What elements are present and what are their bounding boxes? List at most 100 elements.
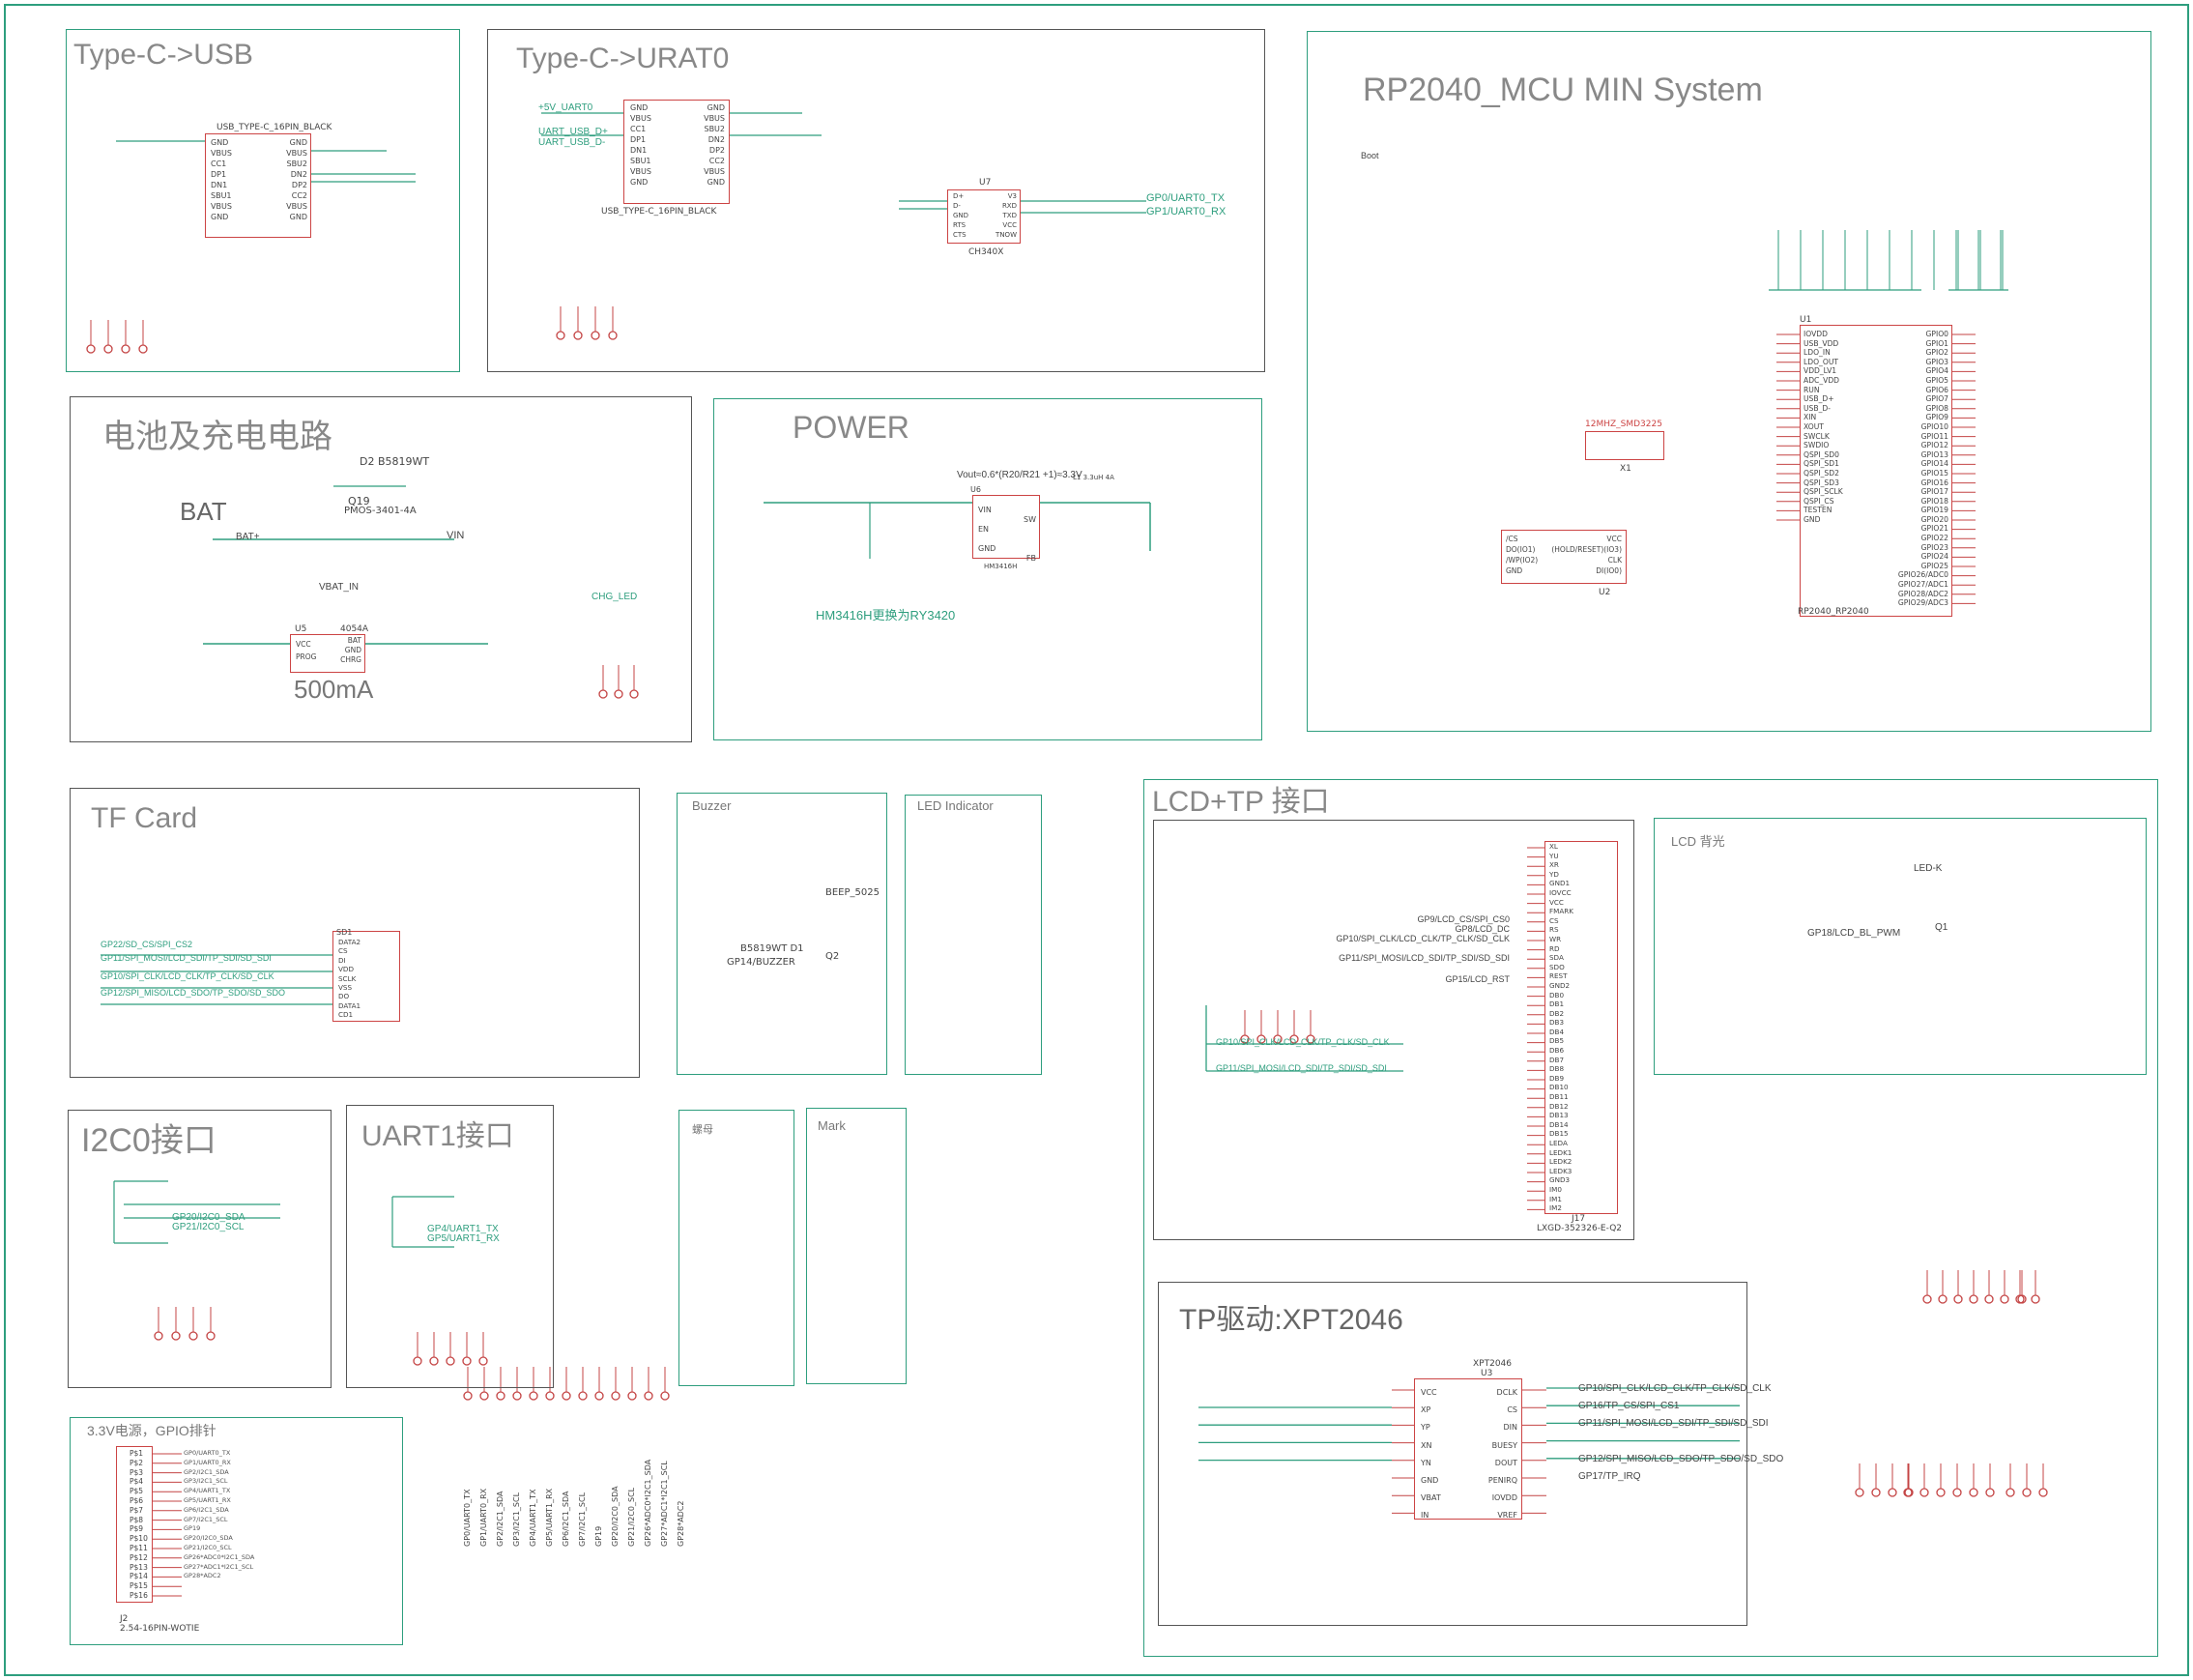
j15-pin: CC1 (630, 125, 647, 133)
gpio-testpoint-label: GP2/I2C1_SDA (496, 1491, 505, 1547)
lcd-net: GP15/LCD_RST (1445, 974, 1510, 984)
j14-pin: GND (211, 213, 229, 221)
block-power (713, 398, 1262, 740)
block-typec-uart0 (487, 29, 1265, 372)
j17-pin: DB0 (1549, 990, 1565, 999)
u1-pin: GPIO18 (1920, 496, 1948, 506)
j2-pin: P$11 (130, 1543, 148, 1552)
u1-pin: GPIO12 (1920, 441, 1948, 450)
u3-pin: GND (1421, 1476, 1439, 1486)
j15-pin: SBU2 (704, 125, 725, 133)
u3-pin: DCLK (1496, 1388, 1517, 1397)
u6-pin: SW (1024, 515, 1036, 524)
block-rp2040-mcu (1307, 31, 2151, 732)
u1-pin: GPIO14 (1920, 459, 1948, 469)
j17-pin: DB6 (1549, 1046, 1565, 1056)
block-title-tp: TP驱动:XPT2046 (1179, 1304, 1403, 1336)
u3-pin: VCC (1421, 1388, 1437, 1397)
u1-pin: QSPI_SCLK (1803, 487, 1843, 497)
u3-pin: YN (1421, 1458, 1431, 1467)
vout-formula: Vout≈0.6*(R20/R21 +1)≈3.3V (957, 470, 1082, 480)
u2-pin: VCC (1606, 535, 1622, 543)
j14-pin: SBU2 (286, 159, 307, 168)
u1-pin: XOUT (1803, 421, 1824, 431)
j14-pin: CC2 (291, 191, 307, 200)
j15-pin: DN2 (707, 135, 725, 144)
u7-pin: D- (953, 202, 961, 210)
u7-pin: GND (953, 212, 969, 219)
d2-label: D2 B5819WT (360, 455, 430, 468)
buzzer-part: BEEP_5025 (825, 887, 880, 898)
j14-ref: USB_TYPE-C_16PIN_BLACK (216, 123, 332, 132)
sd1-pin: VDD (338, 965, 354, 974)
u2-ref: U2 (1599, 588, 1611, 597)
u3-pin: XN (1421, 1440, 1432, 1450)
bat-label: BAT (180, 497, 227, 526)
j17-pin: DB13 (1549, 1111, 1569, 1120)
j2-pin: P$9 (130, 1524, 144, 1534)
j17-pin: WR (1549, 934, 1562, 943)
tp-net: GP12/SPI_MISO/LCD_SDO/TP_SDO/SD_SDO (1578, 1453, 1784, 1464)
j17-pin: DB5 (1549, 1036, 1565, 1046)
u1-pin: GPIO17 (1920, 487, 1948, 497)
lcd-net: GP11/SPI_MOSI/LCD_SDI/TP_SDI/SD_SDI (1339, 953, 1510, 963)
backlight-ledk: LED-K (1914, 863, 1943, 874)
chg-led-net: CHG_LED (592, 592, 638, 602)
u1-pin: GPIO8 (1925, 403, 1948, 413)
j17-pin: GND2 (1549, 980, 1571, 990)
block-battery (70, 396, 692, 742)
j2-pin: P$1 (130, 1449, 144, 1458)
j17-pin: LEDK1 (1549, 1147, 1573, 1157)
j14-pin: SBU1 (211, 191, 232, 200)
j15-pin: VBUS (630, 167, 651, 176)
j2-ref: J2 (120, 1614, 129, 1624)
j2-net: GP4/UART1_TX (184, 1487, 231, 1495)
j17-pin: CS (1549, 915, 1559, 925)
uart1-net-rx: GP5/UART1_RX (427, 1233, 500, 1244)
j14-pin: VBUS (286, 149, 307, 158)
u1-pin: XIN (1803, 413, 1817, 422)
net-uart-usb-dp: UART_USB_D+ (538, 127, 608, 137)
u1-pin: USB_VDD (1803, 338, 1839, 348)
j14-pin: GND (289, 138, 307, 147)
j15-ref: USB_TYPE-C_16PIN_BLACK (601, 207, 717, 217)
block-title-lcd: LCD+TP 接口 (1152, 786, 1330, 818)
j2-pin: P$2 (130, 1458, 144, 1467)
j2-pin: P$10 (130, 1534, 148, 1544)
u1-pin: QSPI_CS (1803, 496, 1834, 506)
j2-net: GP20/I2C0_SDA (184, 1534, 233, 1543)
j2-net: GP19 (184, 1524, 201, 1533)
lcd-net: GP10/SPI_CLK/LCD_CLK/TP_CLK/SD_CLK (1336, 934, 1510, 943)
block-uart1 (346, 1105, 554, 1388)
j15-pin: SBU1 (630, 157, 651, 165)
u1-pin: GPIO6 (1925, 385, 1948, 394)
u1-pin: VDD_LV1 (1803, 366, 1837, 376)
j17-pin: DB2 (1549, 1008, 1565, 1018)
u1-pin: TESTEN (1803, 506, 1832, 515)
j17-pin: XL (1549, 842, 1558, 851)
u1-pin: GPIO16 (1920, 478, 1948, 487)
j15-pin: VBUS (704, 167, 725, 176)
u1-pin: GPIO2 (1925, 348, 1948, 358)
j2-pin: P$3 (130, 1467, 144, 1477)
u6-pin: VIN (978, 506, 992, 514)
u6-part: HM3416H (984, 563, 1018, 570)
u5-pin: GND (344, 646, 361, 654)
u5-pin: VCC (296, 640, 311, 649)
u1-pin: LDO_OUT (1803, 357, 1839, 366)
j14-pin: GND (211, 138, 229, 147)
sd1-pin: DI (338, 955, 346, 965)
j14-pin: DN1 (211, 181, 228, 189)
j15-pin: GND (707, 178, 725, 187)
